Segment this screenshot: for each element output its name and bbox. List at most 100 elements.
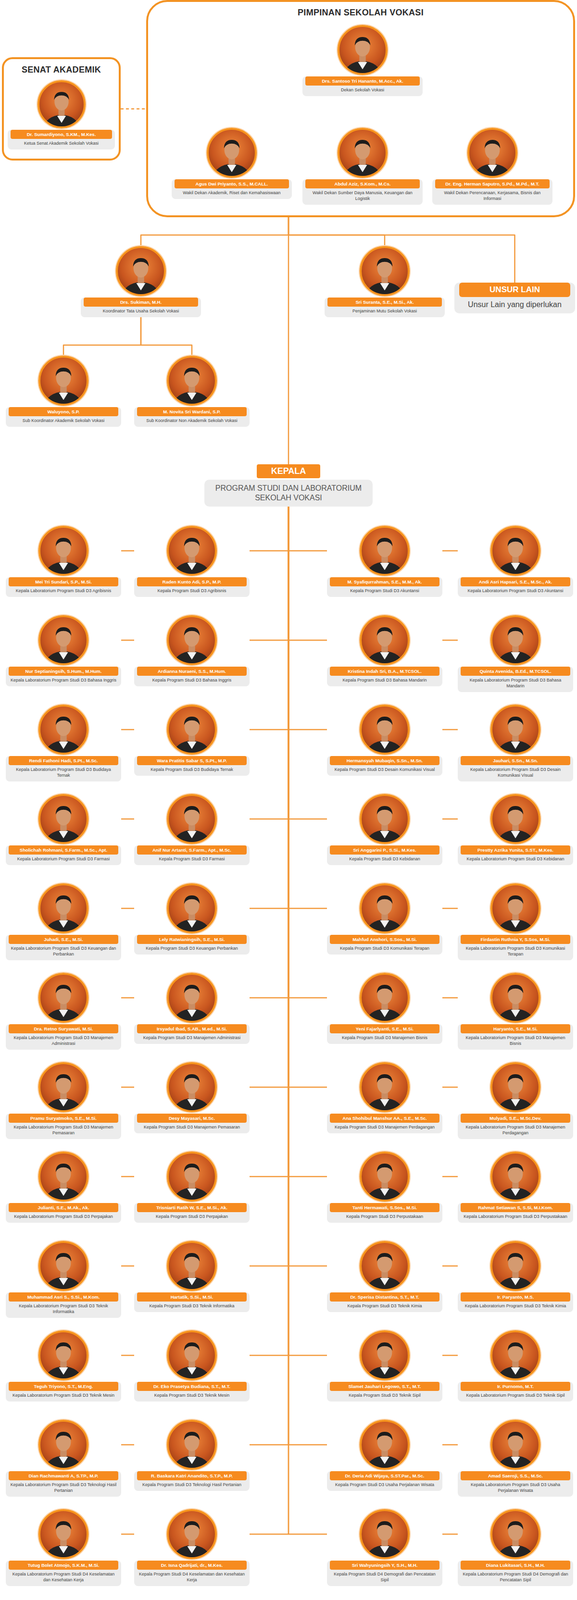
connector-line [288, 506, 327, 730]
position-title: Kepala Program Studi D3 Manajemen Bisnis [330, 1035, 439, 1042]
person-name: Juhadi, S.E., M.Si. [8, 935, 119, 945]
connector-line [121, 908, 135, 910]
position-title: Wakil Dekan Perencanaan, Kerjasama, Bisn… [436, 190, 549, 202]
person-name: Teguh Triyono, S.T., M.Eng. [8, 1382, 119, 1392]
person-name: Prestty Azrika Yunita, S.ST., M.Kes. [460, 845, 571, 855]
card-panel: Juhadi, S.E., M.Si.Kepala Laboratorium P… [5, 935, 122, 961]
person-card: Kristina Indah Sri, B.A., M.TCSOL.Kepala… [326, 615, 443, 687]
portrait-silhouette [492, 1243, 539, 1290]
connector-line [288, 506, 327, 820]
connector-line [121, 550, 135, 552]
connector-line [249, 506, 289, 1088]
card-panel: Anif Nur Artanti, S.Farm., Apt., M.Sc.Ke… [134, 845, 250, 866]
person-name: Mahfud Anshori, S.Sos., M.Si. [329, 935, 440, 945]
portrait-photo [206, 127, 257, 178]
portrait-silhouette [168, 975, 215, 1022]
person-name: Drs. Santoso Tri Hananto, M.Acc., Ak. [305, 76, 420, 86]
position-title: Kepala Laboratorium Program Studi D3 Keu… [9, 946, 118, 958]
position-title: Kepala Program Studi D3 Teknik Mesin [137, 1393, 246, 1400]
card-panel: Andi Asri Hapsari, S.E., M.Sc., Ak.Kepal… [457, 577, 574, 598]
person-name: Julianti, S.E., M.Ak., Ak. [8, 1203, 119, 1213]
portrait-silhouette [208, 129, 255, 176]
person-name: Sri Anggarini P., S.Si., M.Kes. [329, 845, 440, 855]
person-card: Jauhari, S.Sn., M.Sn.Kepala Laboratorium… [457, 704, 574, 782]
card-panel: Ir. Purnomo, M.T.Kepala Laboratorium Pro… [457, 1382, 574, 1403]
portrait-silhouette [117, 248, 164, 295]
portrait-silhouette [40, 1332, 87, 1380]
person-card: Mulyadi, S.E., M.Sc.Dev.Kepala Laborator… [457, 1062, 574, 1140]
position-title: Wakil Dekan Akademik, Riset dan Kemahasi… [175, 190, 289, 197]
portrait-photo [38, 1420, 89, 1471]
portrait-silhouette [361, 1511, 408, 1558]
card-panel: Sholichah Rohmani, S.Farm., M.Sc., Apt.K… [5, 845, 122, 866]
person-card: Ir. Paryanto, M.S.Kepala Laboratorium Pr… [457, 1241, 574, 1313]
person-card: Sri Anggarini P., S.Si., M.Kes.Kepala Pr… [326, 794, 443, 866]
connector-line [288, 217, 385, 247]
card-panel: Nur Septianingsih, S.Hum., M.Hum.Kepala … [5, 666, 122, 687]
connector-line [121, 729, 135, 731]
connector-line [442, 818, 458, 821]
card-panel: Mei Tri Sundari, S.P., M.Si.Kepala Labor… [5, 577, 122, 598]
card-panel: Raden Kunto Adi, S.P., M.P.Kepala Progra… [134, 577, 250, 598]
position-title: Penjaminan Mutu Sekolah Vokasi [328, 308, 441, 315]
person-card: Sri Suranta, S.E., M.Si., Ak.Penjaminan … [324, 246, 445, 318]
portrait-silhouette [361, 796, 408, 843]
header-box: KEPALAPROGRAM STUDI DAN LABORATORIUM SEK… [204, 464, 373, 507]
person-name: Dr. Sperisa Distantina, S.T., M.T. [329, 1292, 440, 1303]
portrait-photo [467, 127, 518, 178]
person-name: Dian Rachmawanti A, S.TP., M.P. [8, 1471, 119, 1481]
person-name: Nur Septianingsih, S.Hum., M.Hum. [8, 666, 119, 677]
portrait-photo [38, 973, 89, 1024]
portrait-photo [490, 1062, 541, 1113]
person-card: Ana Shohibul Manshur AA., S.E., M.Sc.Kep… [326, 1062, 443, 1134]
position-title: Kepala Laboratorium Program Studi D3 Per… [461, 1214, 570, 1221]
card-panel: Haryanto, S.E., M.Si.Kepala Laboratorium… [457, 1024, 574, 1051]
position-title: Kepala Program Studi D3 Farmasi [137, 856, 246, 863]
portrait-photo [490, 1241, 541, 1292]
position-title: Kepala Laboratorium Program Studi D3 Agr… [9, 588, 118, 595]
person-name: Muhammad Asri S., S.Si., M.Kom. [8, 1292, 119, 1303]
card-panel: Lely Ratwianingsih, S.E., M.Si.Kepala Pr… [134, 935, 250, 955]
person-name: Slamet Jauhari Legowo, S.T., M.T. [329, 1382, 440, 1392]
person-name: Irsyadul Ibad, S.AB., M.ed., M.Si. [137, 1024, 247, 1034]
portrait-silhouette [361, 1064, 408, 1111]
portrait-photo [38, 1241, 89, 1292]
portrait-silhouette [168, 706, 215, 753]
card-panel: Irsyadul Ibad, S.AB., M.ed., M.Si.Kepala… [134, 1024, 250, 1045]
connector-line [442, 1176, 458, 1179]
card-panel: Dr. Isna Qadrijati, dr., M.Kes.Kepala Pr… [134, 1561, 250, 1587]
person-card: Pramu Suryatmoko, S.E., M.Si.Kepala Labo… [5, 1062, 122, 1140]
group-frame: PIMPINAN SEKOLAH VOKASIDrs. Santoso Tri … [146, 0, 576, 218]
card-panel: Dr. Sperisa Distantina, S.T., M.T.Kepala… [326, 1292, 443, 1313]
person-card: Hermansyah Mubaqin, S.Sn., M.Sn.Kepala P… [326, 704, 443, 777]
connector-line [249, 506, 289, 730]
card-panel: Desy Mayasari, M.Sc.Kepala Program Studi… [134, 1114, 250, 1134]
portrait-silhouette [40, 357, 87, 404]
portrait-photo [166, 973, 217, 1024]
card-panel: Pramu Suryatmoko, S.E., M.Si.Kepala Labo… [5, 1114, 122, 1140]
group-frame: SENAT AKADEMIKDr. Sumardiyono, S.KM., M.… [1, 57, 121, 161]
portrait-photo [490, 794, 541, 845]
person-card: Mahfud Anshori, S.Sos., M.Si.Kepala Prog… [326, 883, 443, 955]
person-card: Prestty Azrika Yunita, S.ST., M.Kes.Kepa… [457, 794, 574, 866]
person-name: Ana Shohibul Manshur AA., S.E., M.Sc. [329, 1114, 440, 1124]
person-card: Dr. Isna Qadrijati, dr., M.Kes.Kepala Pr… [134, 1509, 250, 1587]
person-card: Firdastin Ruthnia Y, S.Sos, M.Si.Kepala … [457, 883, 574, 961]
connector-line [442, 1355, 458, 1357]
portrait-photo [359, 1330, 410, 1381]
person-name: Ardianna Nuraeni, S.S., M.Hum. [137, 666, 247, 677]
portrait-photo [359, 526, 410, 577]
position-title: Kepala Laboratorium Program Studi D3 Usa… [461, 1482, 570, 1494]
connector-line [442, 550, 458, 552]
position-title: Ketua Senat Akademik Sekolah Vokasi [11, 140, 112, 147]
card-panel: Teguh Triyono, S.T., M.Eng.Kepala Labora… [5, 1382, 122, 1403]
portrait-silhouette [168, 527, 215, 575]
person-card: Haryanto, S.E., M.Si.Kepala Laboratorium… [457, 973, 574, 1051]
position-title: Kepala Program Studi D3 Budidaya Ternak [137, 767, 246, 774]
group-title: SENAT AKADEMIK [3, 64, 119, 76]
card-panel: Waluyono, S.P.Sub Koordinator Akademik S… [5, 407, 122, 427]
person-card: Amad Saeroji, S.S., M.Sc.Kepala Laborato… [457, 1420, 574, 1498]
connector-line [288, 506, 327, 1178]
portrait-photo [38, 355, 89, 406]
portrait-photo [166, 1152, 217, 1203]
